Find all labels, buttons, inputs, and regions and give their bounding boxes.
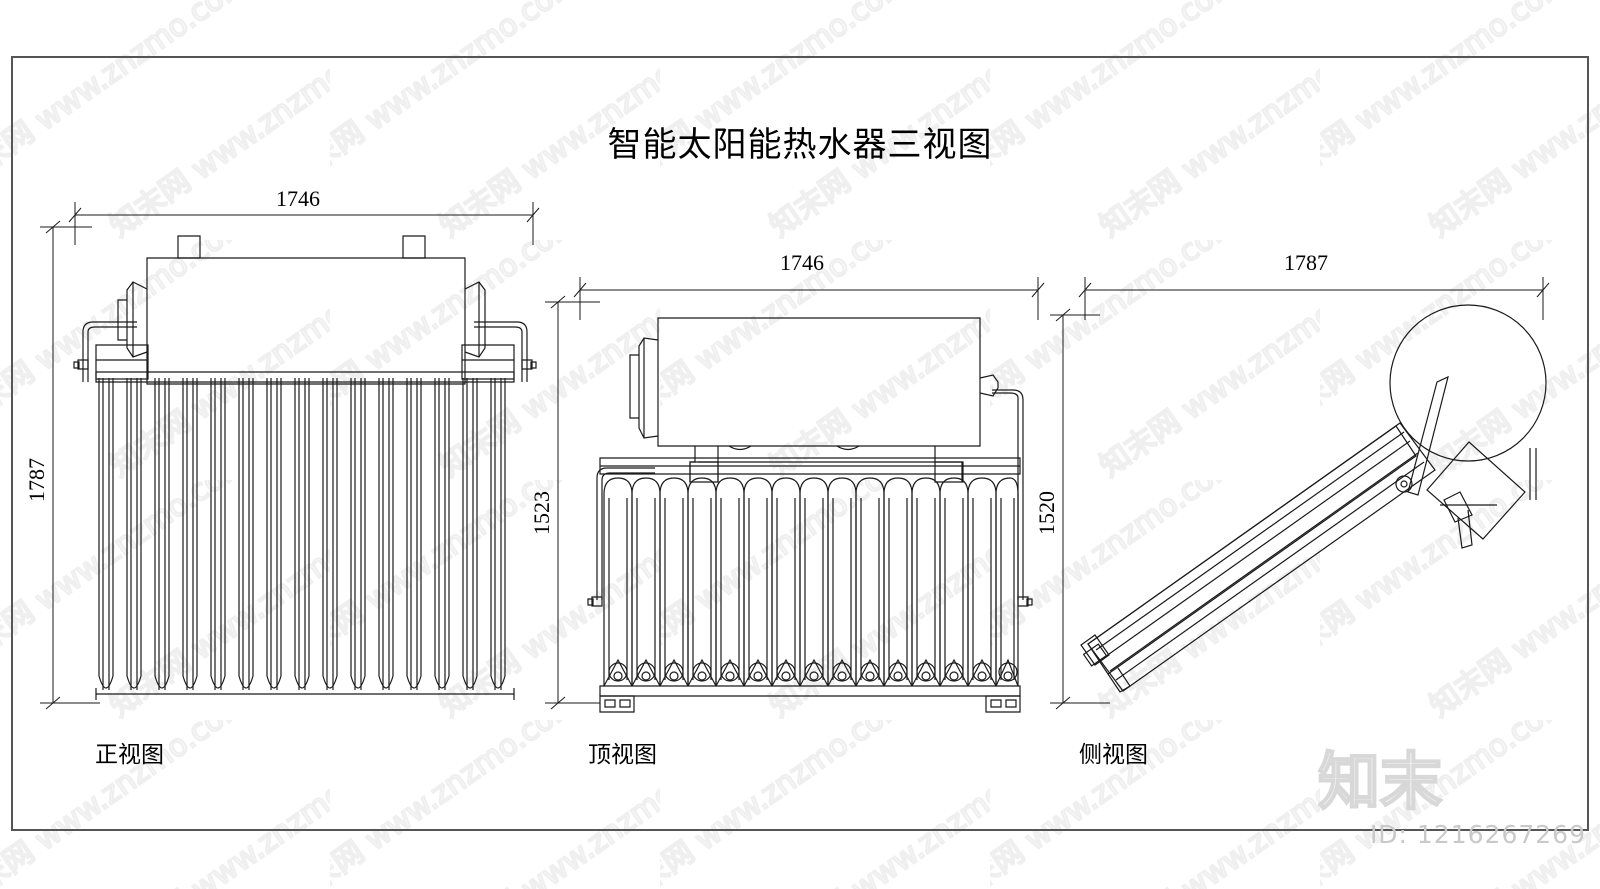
dimension-side-height: 1520 [1034, 491, 1059, 535]
top-view-geometry [545, 277, 1044, 712]
dimension-front-width: 1746 [276, 186, 320, 211]
drawing-id-label: ID: 1216267269 [1369, 820, 1586, 849]
top-vacuum-tubes [604, 478, 1018, 686]
view-label-top: 顶视图 [588, 742, 657, 768]
view-label-front: 正视图 [95, 742, 164, 768]
front-view-geometry [40, 202, 539, 709]
svg-text:知末: 知末 [1318, 745, 1442, 818]
dimension-side-width: 1787 [1284, 250, 1328, 275]
dimension-top-width: 1746 [780, 250, 824, 275]
side-view-geometry [1050, 277, 1549, 709]
dimension-top-height: 1523 [529, 491, 554, 535]
brand-logo: 知末 [1317, 744, 1508, 825]
dimension-front-height: 1787 [24, 458, 49, 502]
page-title: 智能太阳能热水器三视图 [607, 125, 993, 165]
front-vacuum-tubes [99, 378, 505, 690]
view-label-side: 侧视图 [1079, 742, 1148, 768]
